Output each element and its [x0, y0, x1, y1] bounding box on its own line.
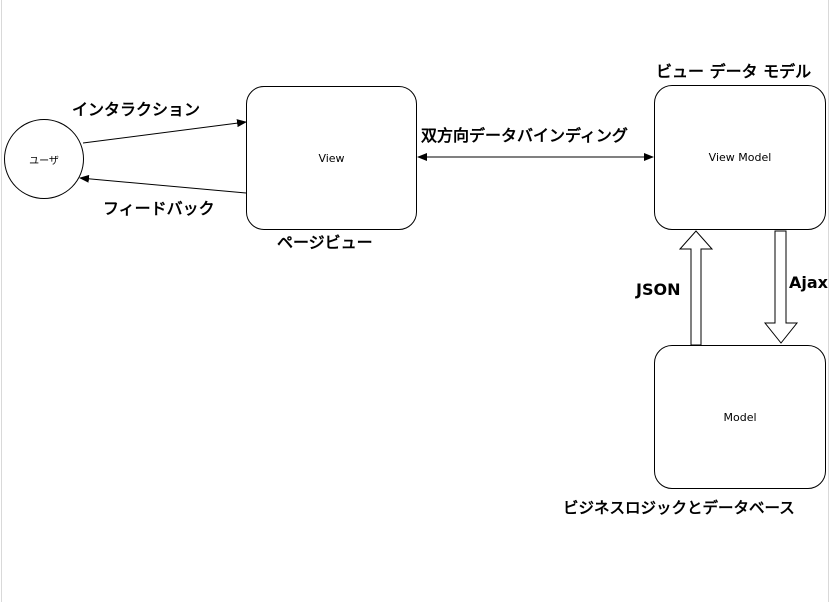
model-node-label: Model [723, 410, 757, 424]
user-node: ユーザ [4, 119, 84, 199]
view-model-node: View Model [654, 85, 826, 230]
left-guide-line [1, 0, 2, 602]
business-logic-db-label: ビジネスロジックとデータベース [563, 499, 795, 517]
right-guide-line [828, 0, 829, 602]
page-view-label: ページビュー [277, 233, 373, 252]
interaction-label: インタラクション [72, 100, 201, 119]
ajax-arrow [763, 230, 799, 344]
feedback-arrow [79, 174, 247, 194]
view-node-label: View [318, 151, 345, 165]
interaction-arrow [82, 119, 247, 144]
user-node-label: ユーザ [29, 155, 59, 167]
two-way-binding-label: 双方向データバインディング [421, 126, 628, 145]
feedback-label: フィードバック [103, 199, 215, 218]
json-arrow [678, 230, 714, 346]
json-label: JSON [636, 280, 681, 299]
view-node: View [246, 86, 417, 230]
view-model-node-label: View Model [708, 151, 772, 164]
ajax-label: Ajax [789, 273, 828, 292]
view-data-model-label: ビュー データ モデル [656, 62, 812, 81]
model-node: Model [654, 345, 826, 489]
